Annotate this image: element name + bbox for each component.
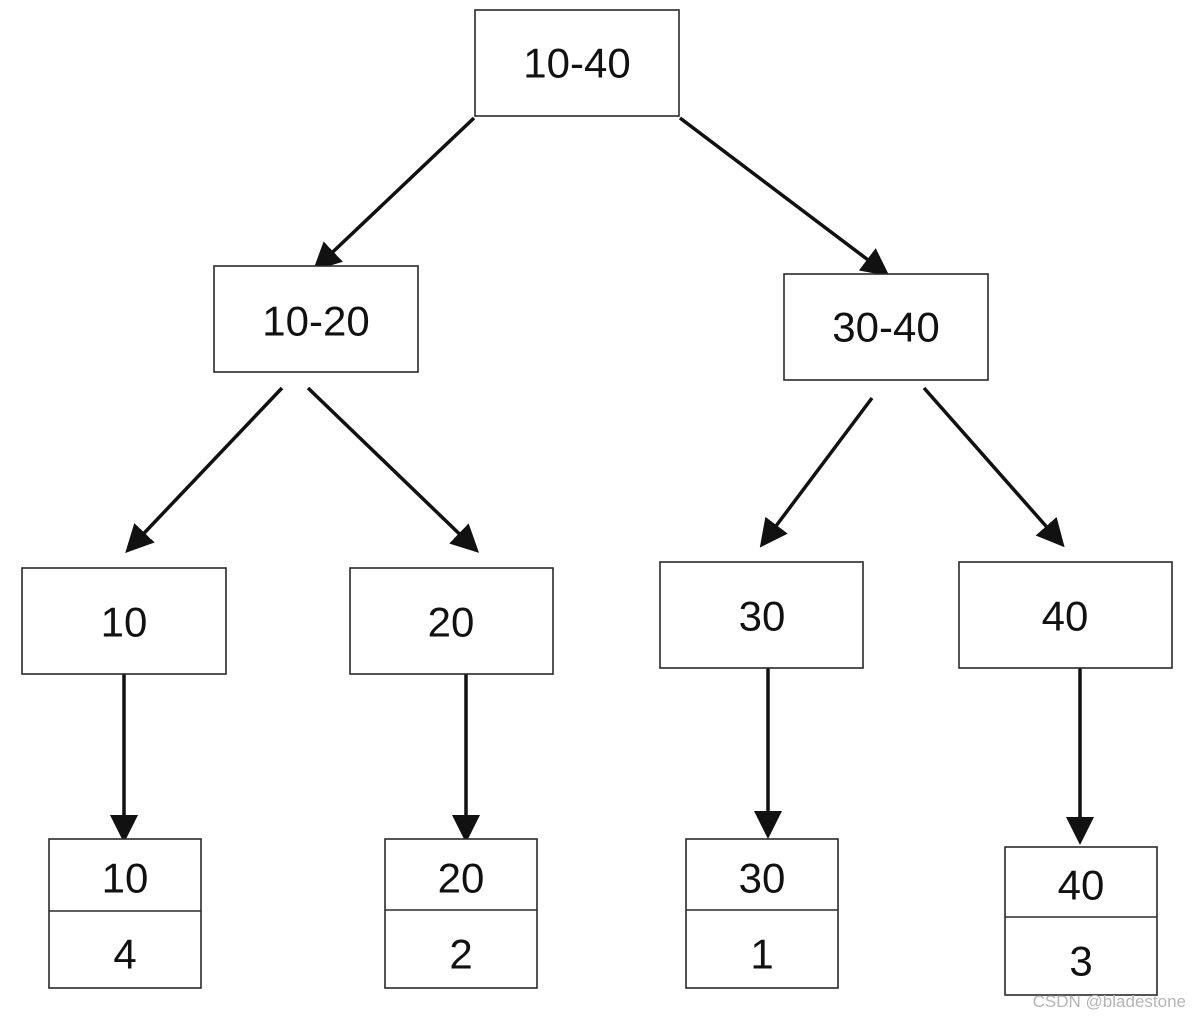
leaf-node-30-value: 1 bbox=[750, 931, 773, 978]
leaf-node-20: 20 2 bbox=[384, 838, 538, 989]
leaf-node-10-value: 4 bbox=[113, 931, 136, 978]
leaf-node-40-key: 40 bbox=[1058, 862, 1105, 909]
node-30-40-label: 30-40 bbox=[832, 304, 939, 351]
node-40-label: 40 bbox=[1042, 593, 1089, 640]
leaf-node-20-key: 20 bbox=[438, 855, 485, 902]
node-10-20-label: 10-20 bbox=[262, 298, 369, 345]
root-node: 10-40 bbox=[474, 9, 680, 117]
node-40: 40 bbox=[958, 561, 1173, 669]
node-30-40: 30-40 bbox=[783, 273, 989, 381]
edge-30-40-to-30 bbox=[759, 396, 874, 548]
node-10-20: 10-20 bbox=[213, 265, 419, 373]
leaf-node-10-key: 10 bbox=[102, 855, 149, 902]
leaf-node-20-value: 2 bbox=[449, 931, 472, 978]
edges bbox=[110, 116, 1094, 845]
watermark: CSDN @bladestone bbox=[1032, 992, 1186, 1011]
edge-30-40-to-40 bbox=[922, 386, 1065, 548]
leaf-node-30: 30 1 bbox=[685, 838, 839, 989]
edge-10-20-to-20 bbox=[306, 386, 480, 553]
leaf-node-40-value: 3 bbox=[1069, 938, 1092, 985]
node-30-label: 30 bbox=[739, 593, 786, 640]
node-10: 10 bbox=[21, 567, 227, 675]
node-20: 20 bbox=[349, 567, 554, 675]
leaf-node-40: 40 3 bbox=[1004, 846, 1158, 996]
node-30: 30 bbox=[659, 561, 864, 669]
node-20-label: 20 bbox=[428, 599, 475, 646]
edge-10-20-to-10 bbox=[125, 386, 284, 554]
edge-root-to-10-20 bbox=[312, 116, 476, 271]
leaf-node-30-key: 30 bbox=[739, 855, 786, 902]
edge-root-to-30-40 bbox=[678, 116, 890, 277]
node-10-label: 10 bbox=[101, 599, 148, 646]
leaf-node-10: 10 4 bbox=[48, 838, 202, 989]
root-node-label: 10-40 bbox=[523, 40, 630, 87]
